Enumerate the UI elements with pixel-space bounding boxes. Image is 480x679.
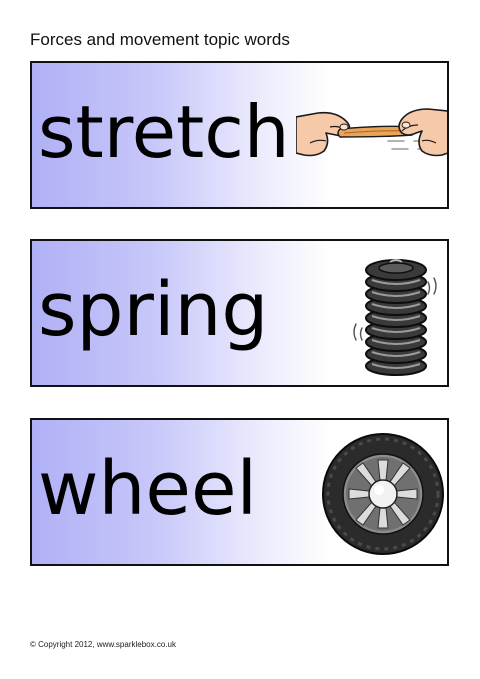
card-word: wheel: [38, 446, 258, 533]
copyright-notice: © Copyright 2012, www.sparklebox.co.uk: [30, 640, 176, 649]
card-word: stretch: [38, 90, 290, 175]
coil-spring-icon: [353, 259, 437, 376]
stretching-band-icon: [296, 108, 447, 157]
word-card-stretch: stretch: [30, 61, 449, 209]
word-card-wheel: wheel: [30, 418, 449, 566]
tyre-wheel-icon: [322, 433, 444, 555]
card-word: spring: [38, 267, 269, 354]
word-card-spring: spring: [30, 239, 449, 387]
page-title: Forces and movement topic words: [30, 30, 290, 49]
